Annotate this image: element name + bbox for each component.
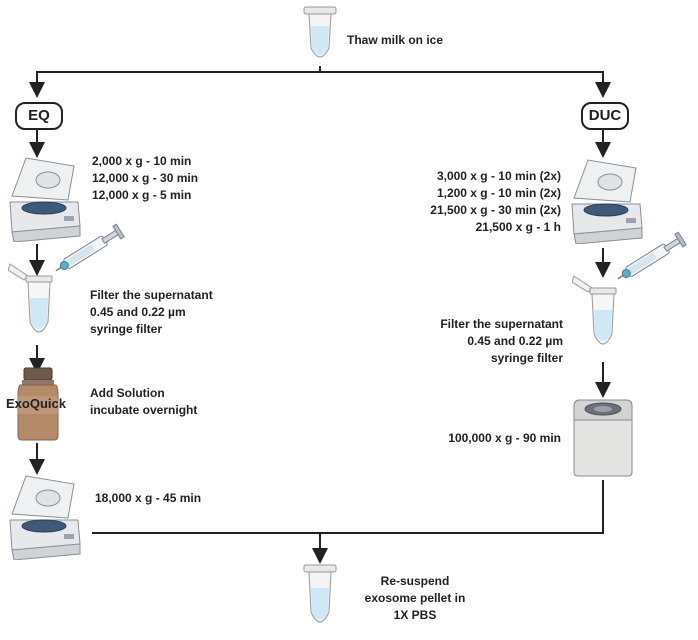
syringe-icon xyxy=(55,223,125,272)
duc-centrifuge-line-1: 3,000 x g - 10 min (2x) xyxy=(436,169,561,183)
centrifuge-icon xyxy=(571,159,643,244)
syringe-icon xyxy=(617,231,687,280)
reagent-bottle-icon xyxy=(17,367,59,441)
duc-ultracentrifuge-label: 100,000 x g - 90 min xyxy=(448,431,561,445)
centrifuge-icon xyxy=(9,475,81,560)
microtube-icon xyxy=(303,564,337,623)
exoquick-bottle-label: ExoQuick xyxy=(6,396,66,411)
centrifuge-icon xyxy=(9,157,81,242)
eq-solution-line-1: Add Solution xyxy=(90,386,165,400)
filter-tube-icon xyxy=(8,263,53,333)
filter-tube-icon xyxy=(572,275,617,345)
eq-solution-line-2: incubate overnight xyxy=(90,403,198,417)
eq-filter-line-3: syringe filter xyxy=(90,322,163,336)
eq-centrifuge1-line-1: 2,000 x g - 10 min xyxy=(92,154,192,168)
microtube-icon xyxy=(303,6,337,58)
eq-filter-line-1: Filter the supernatant xyxy=(90,288,213,302)
duc-centrifuge-line-3: 21,500 x g - 30 min (2x) xyxy=(430,203,561,217)
eq-centrifuge1-line-2: 12,000 x g - 30 min xyxy=(92,171,199,185)
duc-filter-line-3: syringe filter xyxy=(490,351,563,365)
duc-filter-line-2: 0.45 and 0.22 µm xyxy=(467,334,563,348)
duc-label-box: DUC xyxy=(581,102,629,130)
ultracentrifuge-icon xyxy=(573,399,633,477)
final-line-2: exosome pellet in xyxy=(364,591,466,605)
duc-filter-line-1: Filter the supernatant xyxy=(440,317,563,331)
duc-centrifuge-line-4: 21,500 x g - 1 h xyxy=(475,220,561,234)
eq-filter-line-2: 0.45 and 0.22 µm xyxy=(90,305,186,319)
final-line-1: Re-suspend xyxy=(380,574,450,588)
thaw-step-label: Thaw milk on ice xyxy=(347,33,444,47)
eq-centrifuge1-line-3: 12,000 x g - 5 min xyxy=(92,188,192,202)
eq-centrifuge2-label: 18,000 x g - 45 min xyxy=(95,491,202,505)
eq-label-box: EQ xyxy=(15,102,63,130)
final-line-3: 1X PBS xyxy=(393,608,437,622)
duc-centrifuge-line-2: 1,200 x g - 10 min (2x) xyxy=(436,186,561,200)
